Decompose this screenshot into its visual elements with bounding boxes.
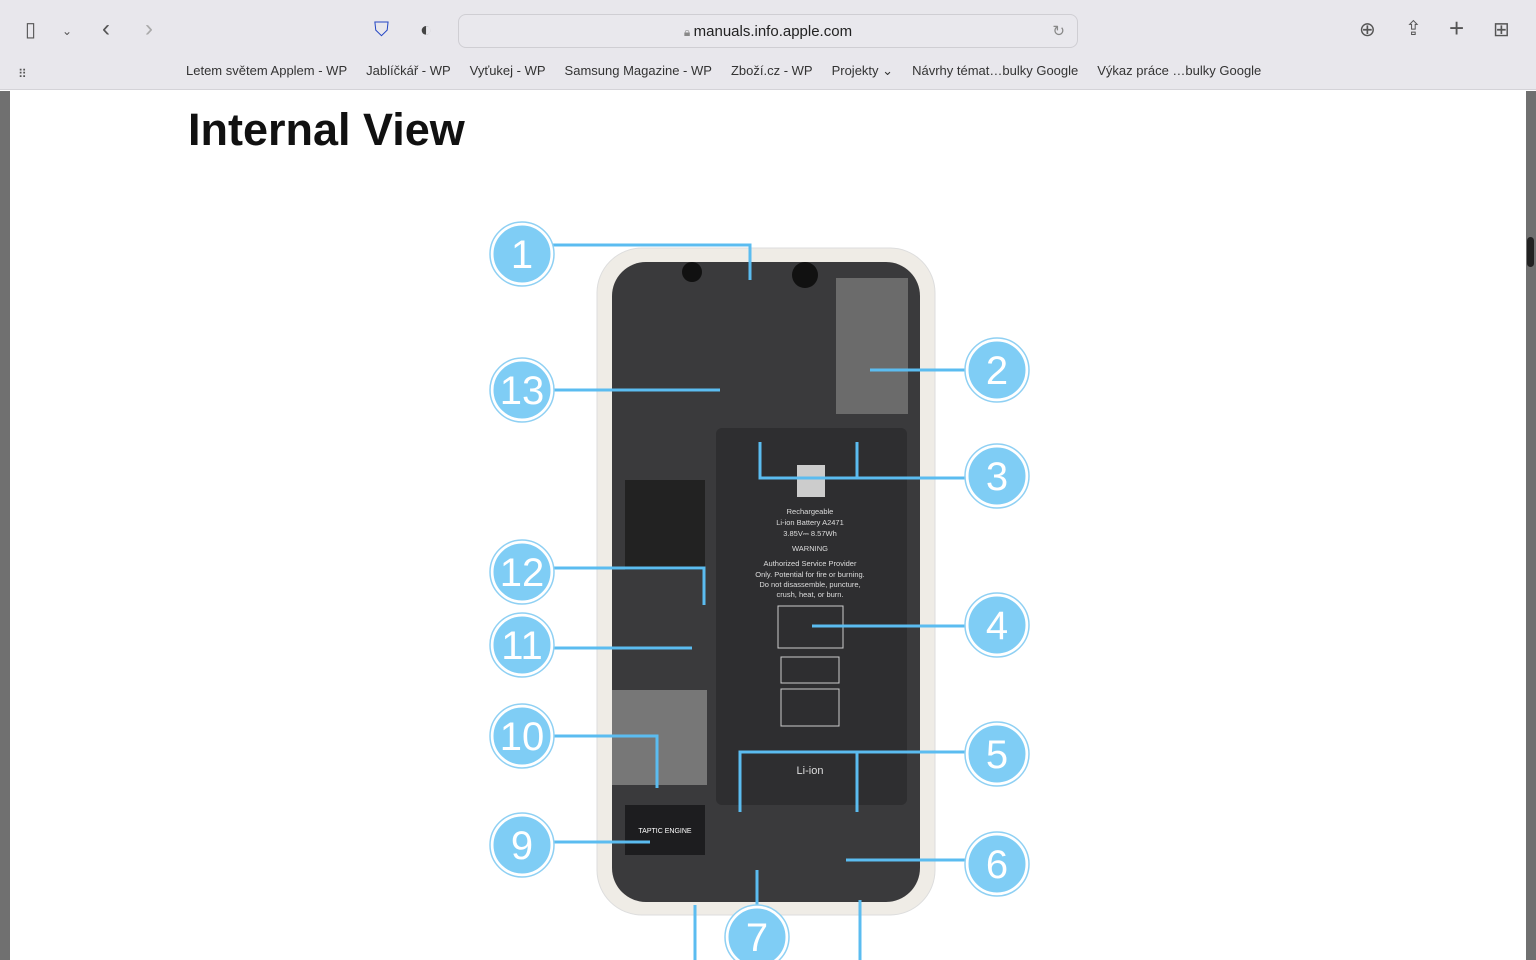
callout-line (758, 442, 966, 480)
bookmark[interactable]: Vyťukej - WP (469, 63, 546, 78)
callout-line (738, 750, 966, 812)
page-title: Internal View (188, 104, 465, 155)
back-icon[interactable]: ‹ (102, 15, 110, 42)
callout-number: 5 (986, 733, 1008, 777)
callout-1: 1 (489, 221, 555, 287)
browser-toolbar: ▯ ⌄ ‹ › ⛉ ◐ 🔒︎ manuals.info.apple.com ↻ … (0, 0, 1536, 90)
taptic-engine (625, 805, 705, 855)
folder-label: Projekty (831, 63, 879, 78)
privacy-shield-icon[interactable]: ◐ (420, 19, 433, 41)
bookmark[interactable]: Návrhy témat…bulky Google (912, 63, 1079, 78)
callout-2: 2 (964, 337, 1030, 403)
callout-number: 10 (500, 715, 545, 759)
callout-number: 7 (746, 916, 768, 960)
callout-11: 11 (489, 612, 555, 678)
callout-line (552, 734, 659, 788)
taptic-label: TAPTIC ENGINE (638, 828, 691, 835)
callout-number: 11 (501, 624, 543, 668)
sidebar-icon[interactable]: ▯ (25, 19, 37, 41)
bookmark[interactable]: Zboží.cz - WP (730, 63, 813, 78)
chevron-down-icon[interactable]: ⌄ (62, 24, 73, 38)
scrollbar-thumb[interactable] (1527, 237, 1534, 267)
bookmark[interactable]: Samsung Magazine - WP (564, 63, 712, 78)
bookmark[interactable]: Letem světem Applem - WP (186, 63, 348, 78)
callout-9: 9 (489, 812, 555, 878)
battery-label: Rechargeable (787, 507, 834, 516)
share-icon[interactable]: ⇪ (1405, 18, 1422, 40)
page-gutter (0, 91, 10, 960)
callout-7: 7 (724, 904, 790, 960)
battery (716, 428, 907, 805)
callout-13: 13 (489, 357, 555, 423)
bookmark[interactable]: Jablíčkář - WP (366, 63, 451, 78)
callout-12: 12 (489, 539, 555, 605)
tab-overview-icon[interactable]: ⊞ (1493, 19, 1510, 41)
callout-line (552, 243, 752, 280)
new-tab-icon[interactable]: + (1449, 13, 1465, 43)
reload-icon[interactable]: ↻ (1052, 23, 1065, 40)
battery-chem: Li-ion (797, 765, 824, 777)
bookmark-folder[interactable]: Projekty ⌄ (832, 63, 894, 79)
callout-line (552, 566, 706, 605)
callout-5: 5 (964, 721, 1030, 787)
callout-number: 3 (986, 455, 1008, 499)
callout-number: 9 (511, 824, 533, 868)
callout-3: 3 (964, 443, 1030, 509)
address-bar[interactable]: 🔒︎ manuals.info.apple.com ↻ (458, 14, 1078, 48)
battery-label: WARNING (792, 544, 828, 553)
chevron-down-icon: ⌄ (882, 63, 894, 78)
battery-label: Li-ion Battery A2471 (776, 518, 844, 527)
battery-label: 3.85V⎓ 8.57Wh (783, 529, 837, 538)
lock-icon: 🔒︎ (683, 25, 694, 39)
forward-icon[interactable]: › (145, 15, 153, 42)
callout-number: 6 (986, 843, 1008, 887)
callout-number: 1 (511, 233, 533, 277)
download-icon[interactable]: ⊕ (1359, 19, 1376, 41)
callout-6: 6 (964, 831, 1030, 897)
battery-label: Authorized Service Provider (764, 559, 857, 568)
apps-grid-icon[interactable]: ⠿ (18, 67, 27, 81)
callout-number: 13 (500, 369, 545, 413)
component (625, 480, 705, 570)
battery-label: crush, heat, or burn. (776, 590, 843, 599)
camera (792, 262, 818, 288)
callout-4: 4 (964, 592, 1030, 658)
callout-line (693, 870, 862, 960)
battery-label: Only. Potential for fire or burning. (755, 570, 865, 579)
callout-number: 2 (986, 349, 1008, 393)
url-text: manuals.info.apple.com (693, 23, 853, 40)
bookmark[interactable]: Výkaz práce …bulky Google (1097, 63, 1262, 78)
callout-number: 12 (500, 551, 545, 595)
shield-check-icon[interactable]: ⛉ (374, 19, 389, 41)
callout-number: 4 (986, 604, 1008, 648)
component (836, 278, 908, 414)
bookmarks-bar: Letem světem Applem - WP Jablíčkář - WP … (186, 63, 1261, 79)
scrollbar[interactable] (1526, 91, 1536, 960)
callout-10: 10 (489, 703, 555, 769)
battery-label: Do not disassemble, puncture, (759, 580, 860, 589)
